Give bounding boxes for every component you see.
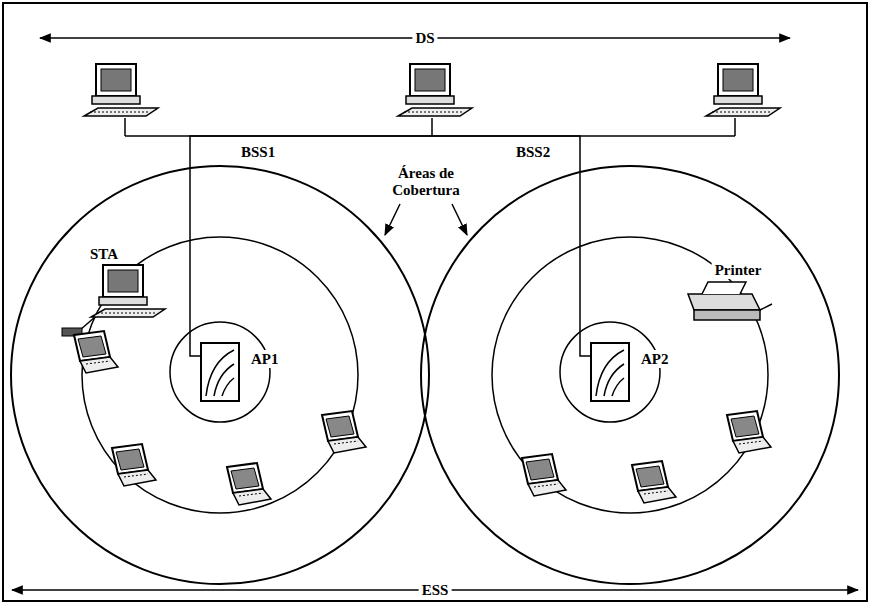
- access-point: AP1: [200, 342, 240, 402]
- bss-label: BSS2: [513, 143, 553, 161]
- station-label: STA: [87, 245, 121, 263]
- access-point-symbol: [590, 342, 630, 402]
- bss-coverage-circle: BSS2AP2: [420, 165, 840, 585]
- ap-label: AP1: [248, 350, 282, 368]
- ess-label: ESS: [419, 581, 452, 599]
- access-point-symbol: [200, 342, 240, 402]
- coverage-label: Áreas de Cobertura: [377, 165, 475, 199]
- circle-outline: [420, 165, 840, 585]
- bss-label: BSS1: [238, 143, 278, 161]
- ap-label: AP2: [638, 350, 672, 368]
- printer-label: Printer: [712, 261, 765, 279]
- ds-label: DS: [412, 29, 437, 47]
- access-point: AP2: [590, 342, 630, 402]
- bss-coverage-circle: BSS1AP1: [10, 165, 430, 585]
